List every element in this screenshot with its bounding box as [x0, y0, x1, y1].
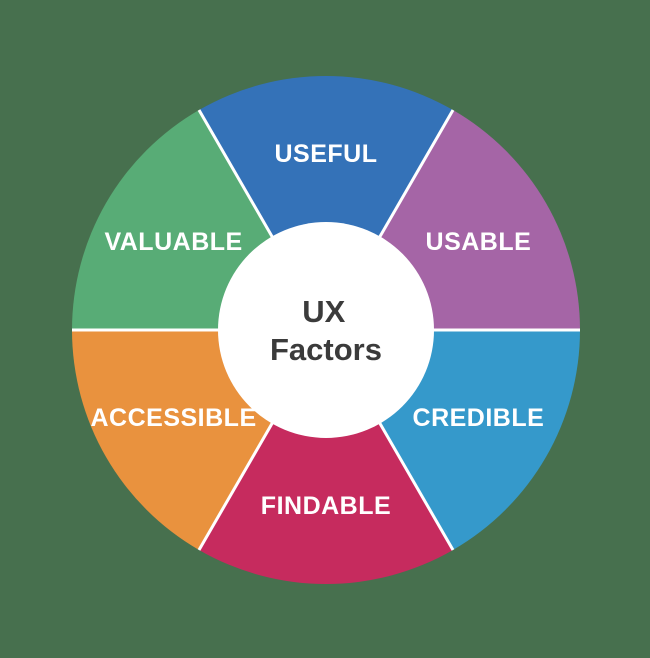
segment-label-accessible: ACCESSIBLE: [91, 404, 257, 432]
segment-label-credible: CREDIBLE: [413, 404, 545, 432]
center-circle: [218, 222, 434, 438]
center-title: UX Factors: [270, 294, 382, 367]
segment-label-usable: USABLE: [426, 228, 532, 256]
center-title-line-2: Factors: [270, 332, 382, 367]
center-title-line-1: UX: [302, 294, 345, 329]
segment-label-useful: USEFUL: [275, 140, 378, 168]
segment-label-valuable: VALUABLE: [104, 228, 242, 256]
segment-useful: [199, 75, 453, 330]
segment-findable: [199, 330, 453, 584]
segment-labels: USEFUL USABLE CREDIBLE FINDABLE ACCESSIBLE VA…: [91, 140, 545, 520]
segment-label-findable: FINDABLE: [261, 492, 391, 520]
